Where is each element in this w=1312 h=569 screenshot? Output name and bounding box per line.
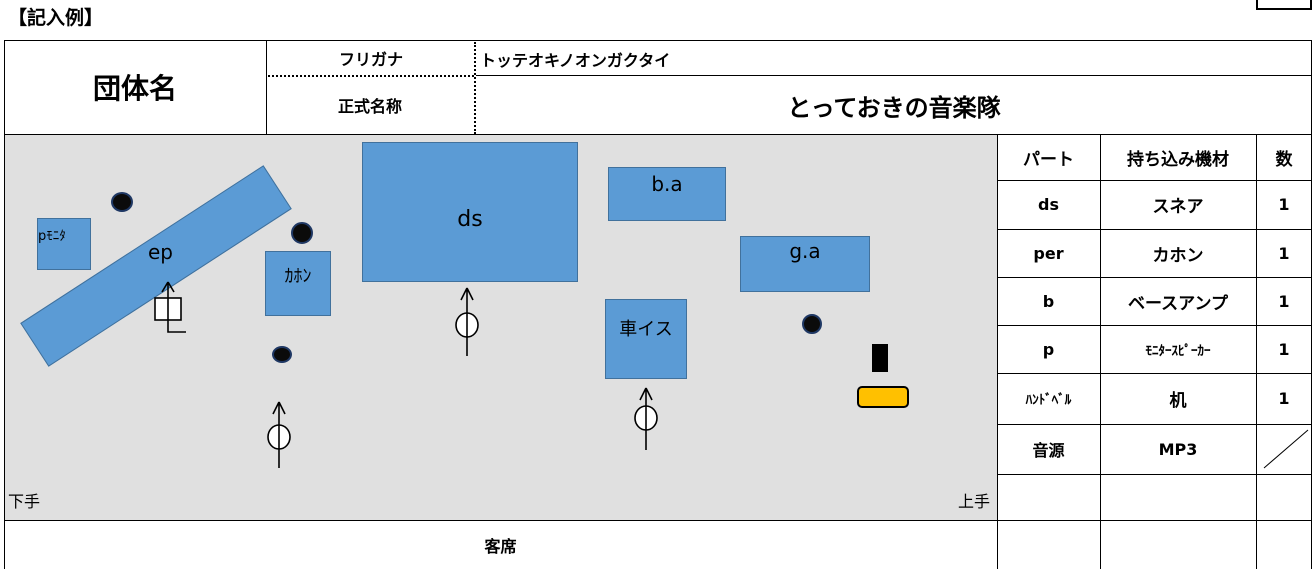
row-equipment: MP3: [1158, 439, 1198, 459]
row-part: p: [1042, 339, 1055, 359]
stage-right-label: 上手: [958, 492, 991, 511]
monitor-dot: [802, 314, 822, 334]
official-name-label: 正式名称: [337, 97, 402, 116]
row-count: 1: [1278, 339, 1290, 359]
audience-label: 客席: [484, 537, 517, 556]
bass-amp: b.a: [608, 167, 726, 221]
row-part: 音源: [1032, 441, 1065, 460]
mic-icon: [267, 401, 291, 468]
row-part: per: [1033, 243, 1064, 263]
row-count: 1: [1278, 389, 1290, 408]
stage-left-label: 下手: [8, 492, 41, 511]
header-count: 数: [1275, 149, 1293, 170]
p-monitor: pﾓﾆﾀ: [37, 218, 91, 270]
corner-box: [1256, 0, 1312, 10]
mic-icon: [455, 287, 479, 356]
speaker-stand: [872, 344, 888, 372]
group-name-label: 団体名: [92, 72, 177, 105]
stage-microphones: [154, 281, 658, 468]
row-count-slash: [1263, 429, 1309, 469]
desk: [857, 386, 909, 408]
row-count: 1: [1278, 195, 1290, 214]
row-equipment: スネア: [1152, 197, 1204, 217]
row-equipment: ﾓﾆﾀｰｽﾋﾟｰｶｰ: [1145, 343, 1211, 359]
ep-label: ep: [148, 240, 173, 264]
guitar-amp: g.a: [740, 236, 870, 292]
row-equipment: 机: [1169, 391, 1187, 411]
mic-icon: [154, 281, 186, 333]
monitor-dot: [291, 222, 313, 244]
mic-icon: [634, 387, 658, 450]
row-equipment: カホン: [1152, 245, 1204, 266]
furigana-label: フリガナ: [338, 50, 403, 69]
cajon: ｶﾎﾝ: [265, 251, 331, 316]
monitor-dot: [111, 192, 133, 212]
row-count: 1: [1278, 243, 1290, 263]
official-name-value: とっておきの音楽隊: [787, 93, 1001, 122]
row-part: b: [1042, 291, 1055, 311]
row-part: ﾊﾝﾄﾞﾍﾞﾙ: [1025, 393, 1072, 408]
drum-set: ds: [362, 142, 578, 282]
example-label: 【記入例】: [8, 7, 104, 29]
header-equipment: 持ち込み機材: [1127, 149, 1229, 170]
wheelchair: 車イス: [605, 299, 687, 379]
row-count: 1: [1278, 291, 1290, 311]
furigana-value: トッテオキノオンガクタイ: [480, 51, 671, 70]
row-equipment: ベースアンプ: [1128, 293, 1228, 314]
header-part: パート: [1023, 149, 1074, 170]
row-part: ds: [1038, 195, 1059, 214]
monitor-dot: [272, 346, 292, 363]
